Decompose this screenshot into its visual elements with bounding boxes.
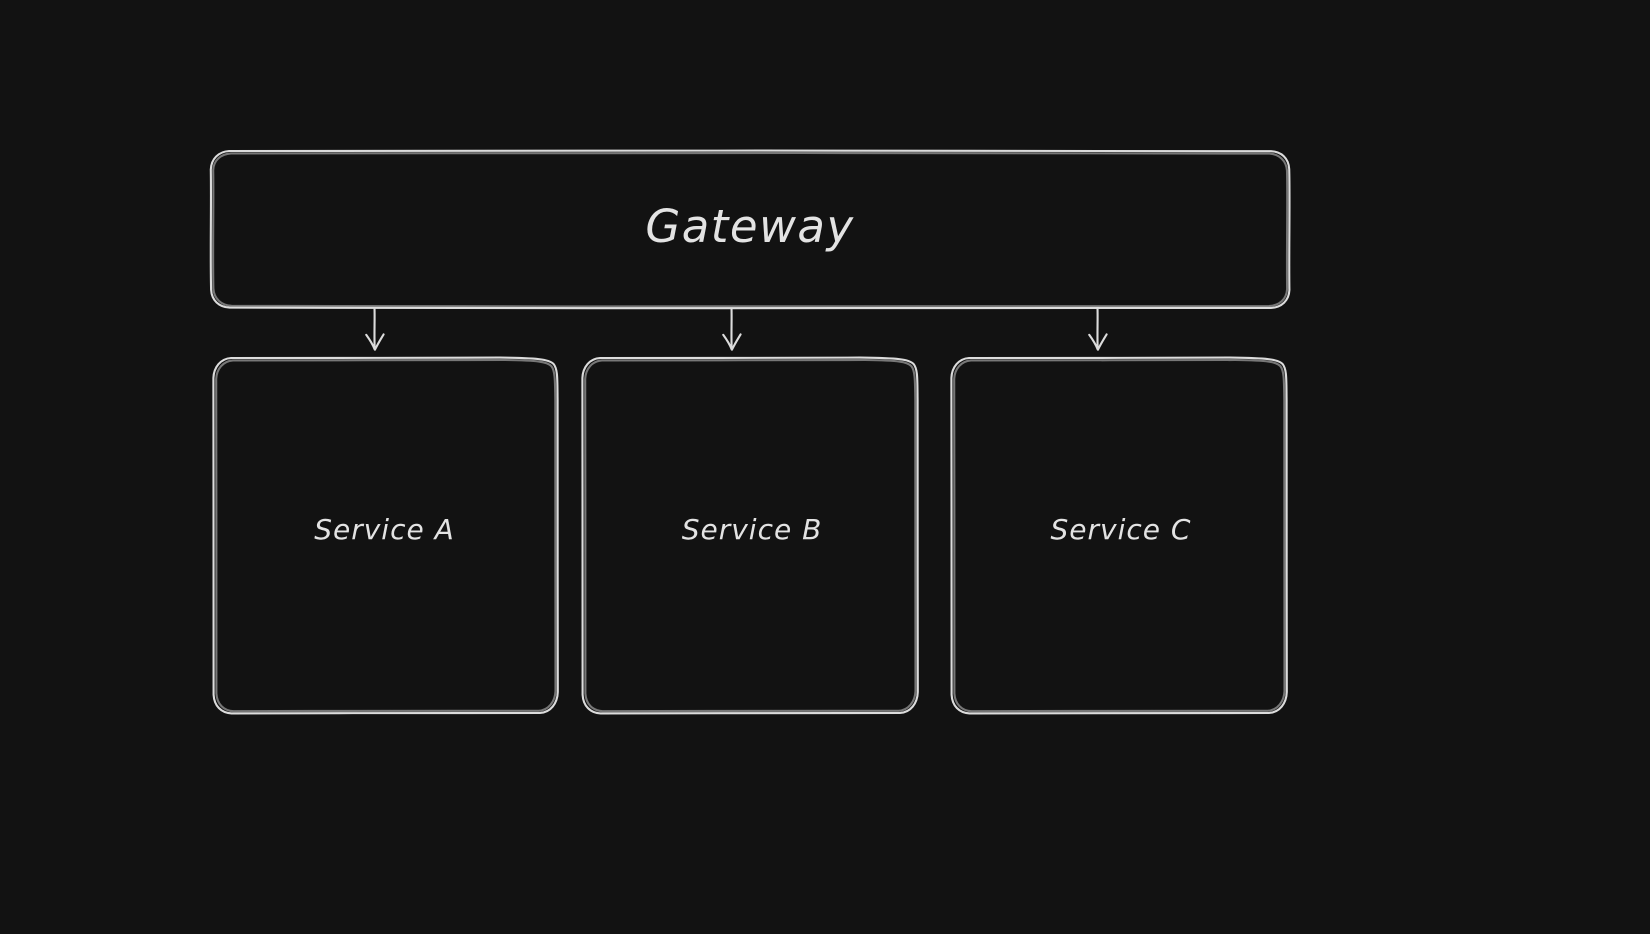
edge-gateway-service-c [1088, 307, 1108, 351]
service-b-node-outline [581, 356, 919, 715]
gateway-node-label: Gateway [645, 200, 855, 253]
edge-gateway-service-b [722, 307, 742, 351]
service-a-node-label: Service A [314, 513, 455, 546]
service-a-node-outline [212, 356, 559, 715]
gateway-node-outline [209, 149, 1291, 310]
service-c-node-outline [950, 356, 1288, 715]
edge-gateway-service-a [365, 307, 385, 351]
service-c-node-label: Service C [1050, 513, 1192, 546]
service-b-node-label: Service B [681, 513, 823, 546]
